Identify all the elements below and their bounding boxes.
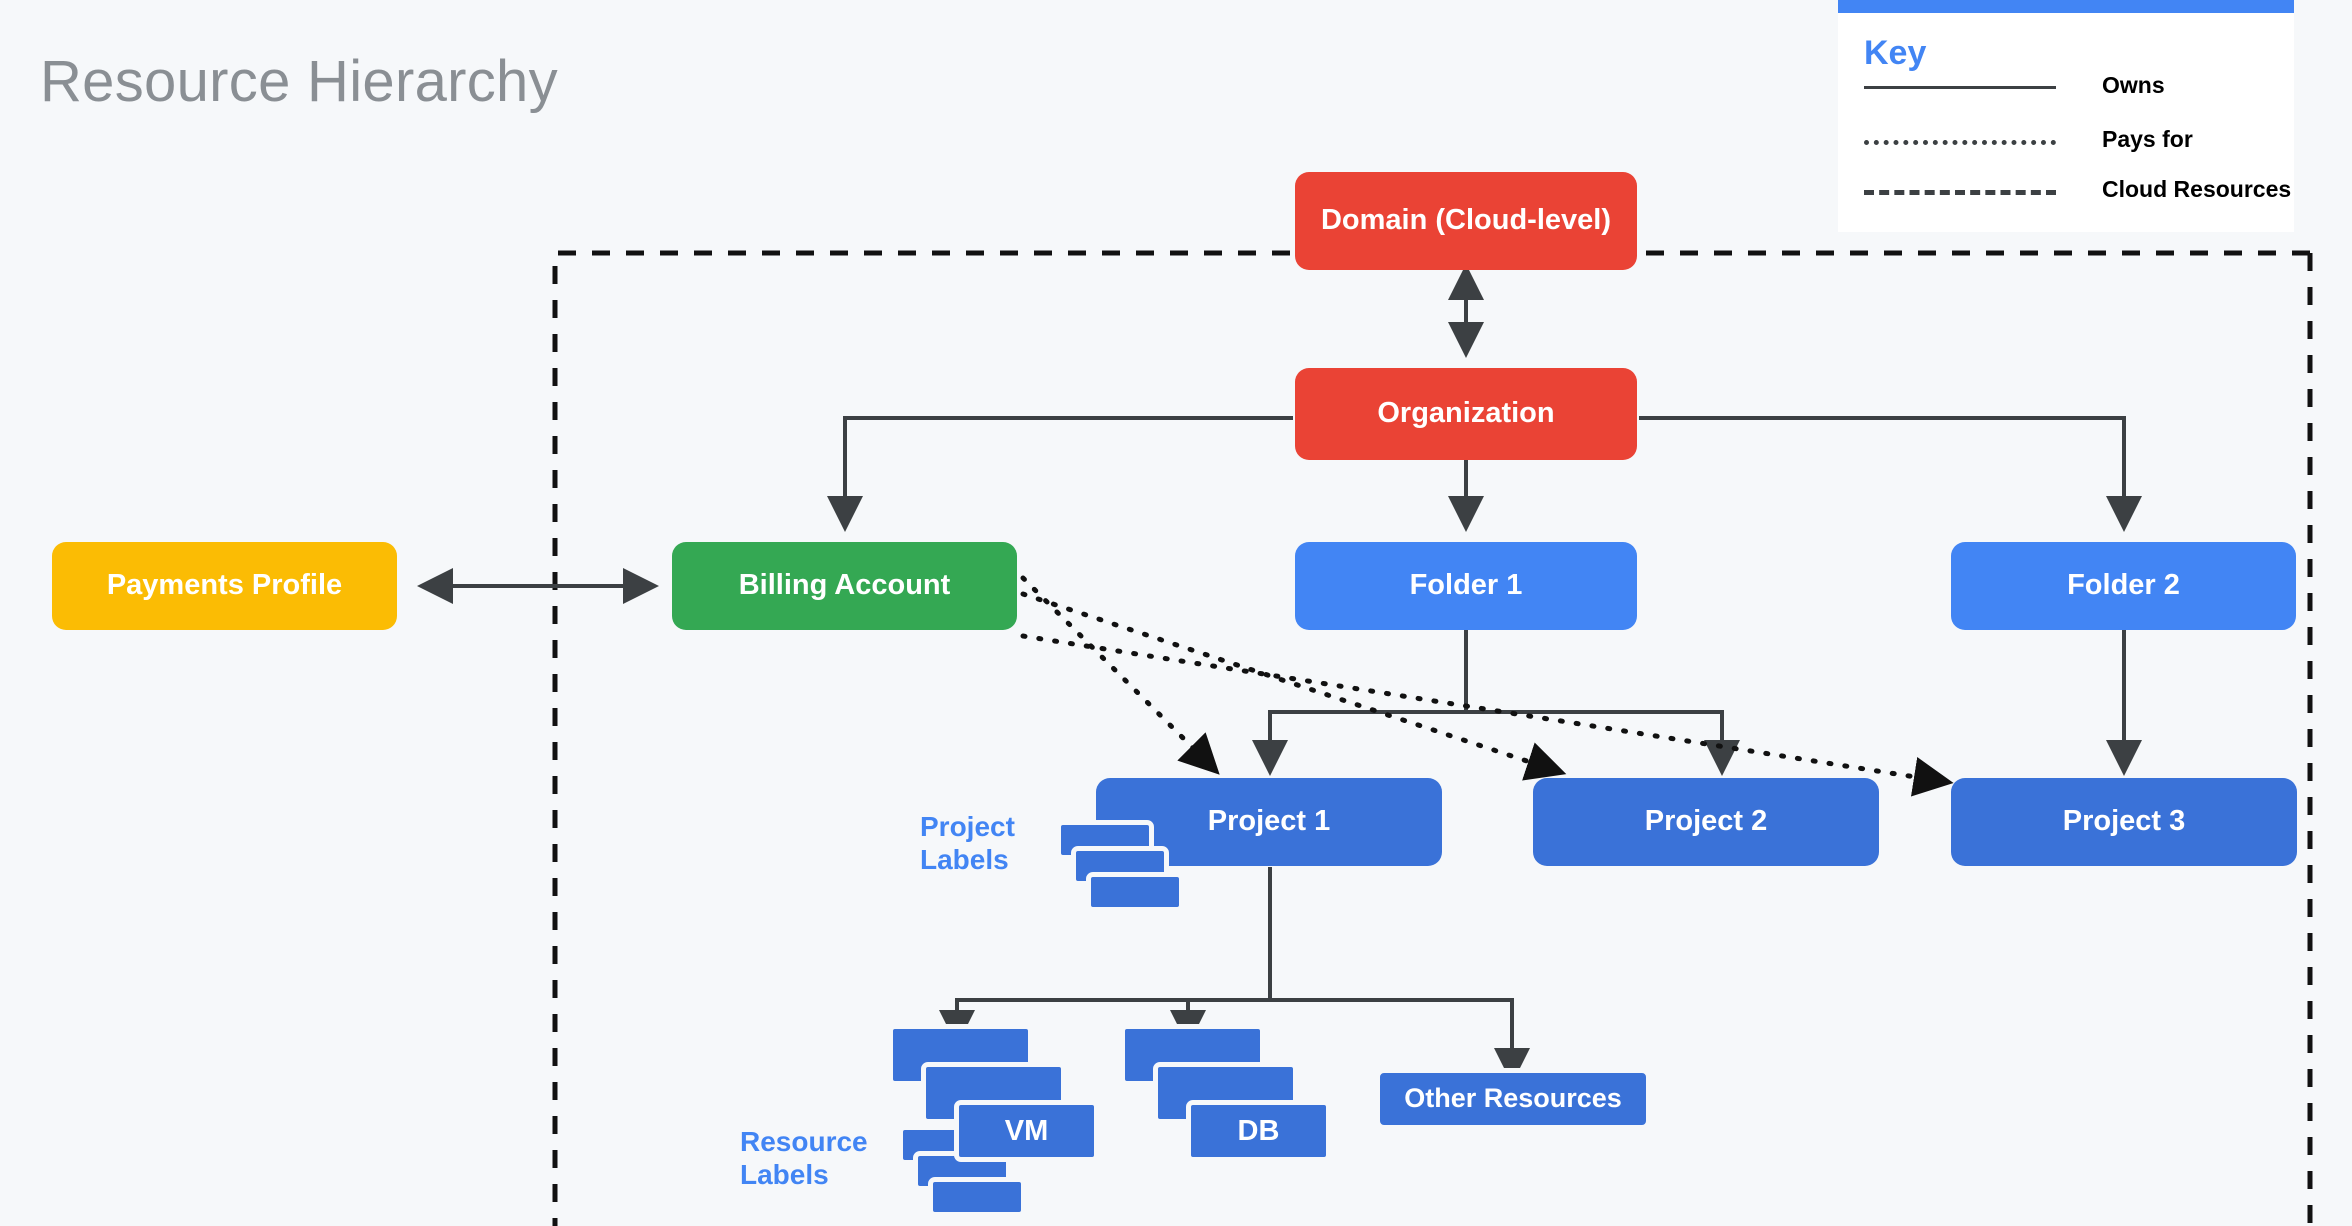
key-dashed-line-icon [1864,190,2056,195]
project-labels-text: Project Labels [920,811,1015,876]
key-cloud-resources-label: Cloud Resources [2102,176,2292,202]
edge-folder1-project2 [1466,710,1740,776]
resource-labels-annotation: Resource Labels [740,1125,890,1191]
edge-organization-folder2 [1639,416,2142,532]
key-dotted-line-icon [1864,140,2056,145]
node-billing-account-label: Billing Account [738,569,951,602]
node-folder-2-label: Folder 2 [2067,569,2180,602]
edge-billing-project2-paysfor [1020,591,1567,781]
node-other-resources-label: Other Resources [1404,1083,1622,1114]
node-project-1-label: Project 1 [1207,805,1331,838]
key-legend: Key Owns Pays for Cloud Resources [1838,0,2294,232]
resource-vm-stack[interactable]: VM [888,1024,1148,1174]
node-db-label: DB [1237,1114,1280,1147]
node-billing-account[interactable]: Billing Account [672,542,1017,630]
node-project-3[interactable]: Project 3 [1951,778,2297,866]
node-payments-profile-label: Payments Profile [106,569,343,602]
resource-labels-chip-stack [898,1125,1038,1225]
node-project-3-label: Project 3 [2062,805,2186,838]
vm-chip-front: VM [954,1100,1099,1162]
node-domain-label: Domain (Cloud-level) [1320,204,1611,237]
node-vm-label: VM [1004,1114,1049,1147]
key-heading: Key [1864,34,1927,72]
cloud-boundary-dashed [552,250,2310,1226]
resource-label-chip-3 [928,1177,1026,1217]
node-folder-2[interactable]: Folder 2 [1951,542,2296,630]
edge-folder1-project1 [1252,710,1466,776]
key-accent-bar [1838,0,2294,13]
key-row-owns: Owns [1864,72,2302,100]
project-labels-annotation: Project Labels [920,810,1050,876]
node-payments-profile[interactable]: Payments Profile [52,542,397,630]
project-label-chip-3 [1086,872,1184,912]
node-folder-1-label: Folder 1 [1409,569,1523,602]
node-project-2-label: Project 2 [1644,805,1768,838]
key-solid-line-icon [1864,86,2056,89]
key-owns-label: Owns [2102,72,2165,98]
page-title: Resource Hierarchy [40,49,558,114]
key-row-pays-for: Pays for [1864,126,2302,154]
node-organization-label: Organization [1377,397,1555,430]
resource-db-stack[interactable]: DB [1120,1024,1380,1174]
key-row-cloud-resources: Cloud Resources [1864,176,2302,204]
project-labels-chip-stack [1056,820,1196,912]
node-folder-1[interactable]: Folder 1 [1295,542,1637,630]
node-organization[interactable]: Organization [1295,368,1637,460]
node-domain[interactable]: Domain (Cloud-level) [1295,172,1637,270]
edge-project1-other [1270,998,1530,1084]
resource-labels-text: Resource Labels [740,1126,868,1191]
edge-billing-project3-paysfor [1020,633,1954,797]
key-pays-for-label: Pays for [2102,126,2193,152]
db-chip-front: DB [1186,1100,1331,1162]
node-other-resources[interactable]: Other Resources [1375,1068,1651,1130]
node-project-2[interactable]: Project 2 [1533,778,1879,866]
edge-organization-billing [827,416,1293,532]
edge-billing-project1-paysfor [1020,575,1220,775]
